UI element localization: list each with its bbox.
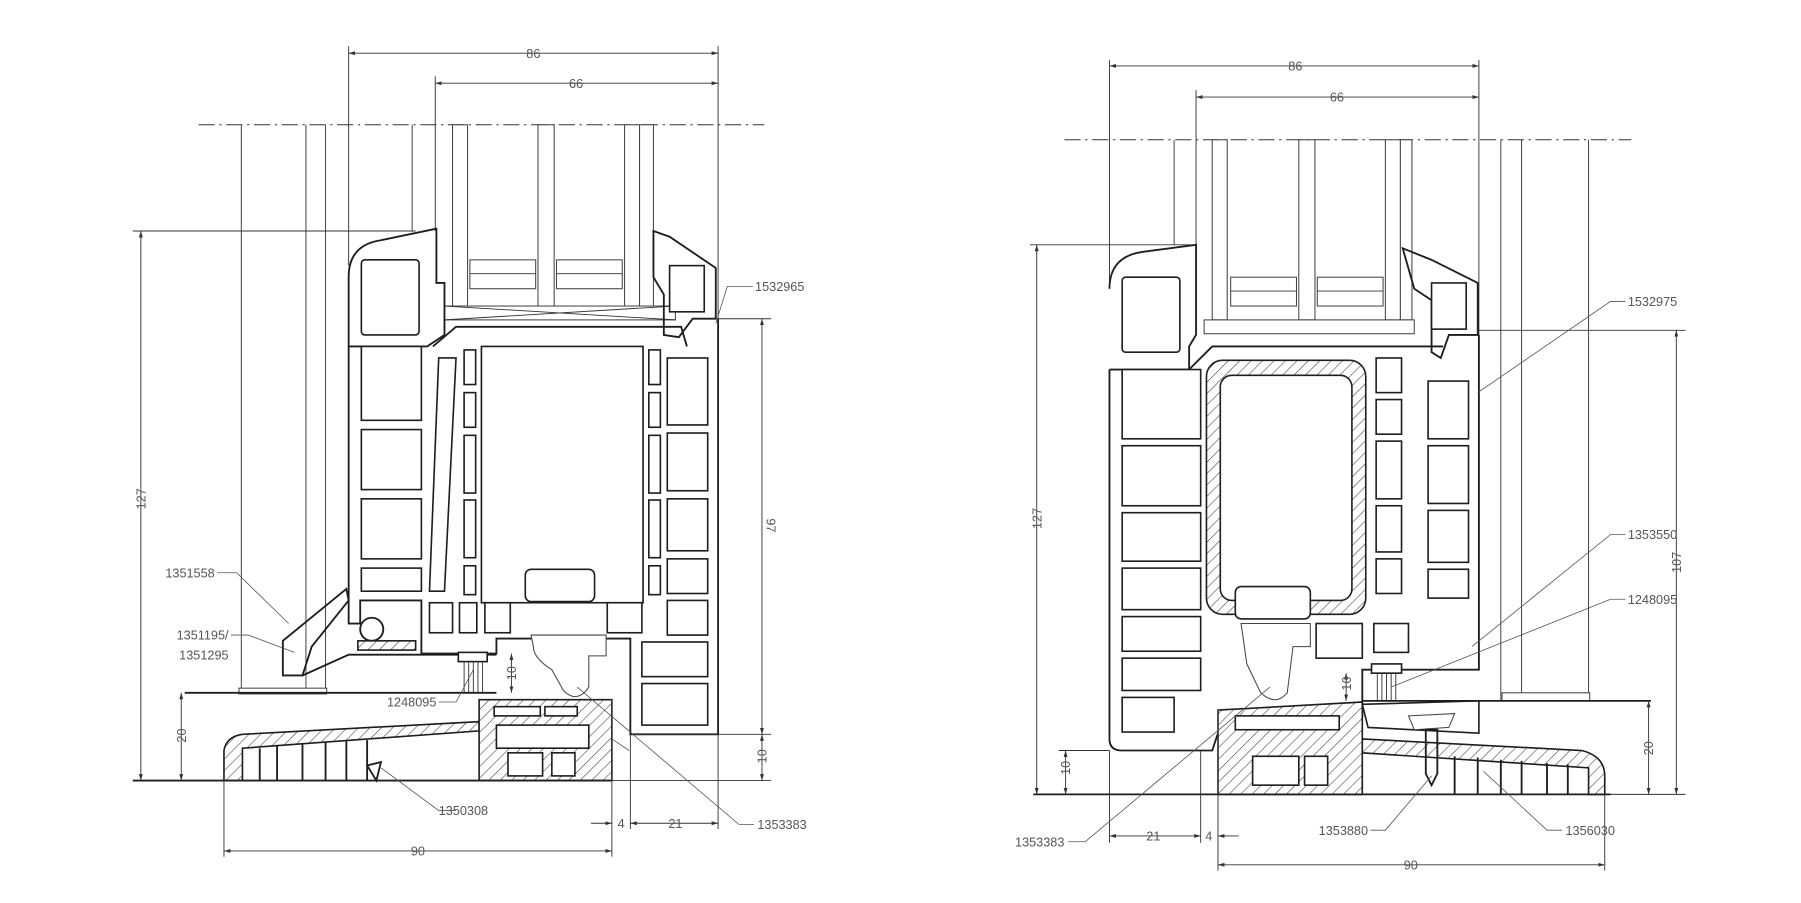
brush-seal bbox=[1370, 663, 1403, 674]
brush-bristles bbox=[463, 661, 484, 693]
glass-unit bbox=[443, 124, 676, 321]
part-1353383: 1353383 bbox=[1015, 835, 1064, 849]
part-1353550: 1353550 bbox=[1628, 528, 1677, 542]
seal-gasket bbox=[1240, 622, 1311, 701]
dim-threshold-width: 90 bbox=[411, 845, 425, 859]
part-1350308: 1350308 bbox=[439, 804, 488, 818]
dim-offset-small: 4 bbox=[618, 817, 625, 831]
part-1532965: 1532965 bbox=[755, 280, 804, 294]
reinforcement-chamber bbox=[480, 345, 644, 604]
part-1356030: 1356030 bbox=[1565, 824, 1614, 838]
dim-height-total: 127 bbox=[134, 488, 148, 509]
dim-sill-gap: 10 bbox=[505, 666, 519, 680]
dimension-lines bbox=[132, 51, 772, 857]
dim-sill-gap: 10 bbox=[1340, 676, 1354, 690]
anchor-pin bbox=[1424, 728, 1439, 788]
left-section: 86 66 127 97 20 10 10 4 21 90 1532965 13… bbox=[132, 46, 807, 859]
dimension-lines bbox=[1029, 63, 1686, 871]
dim-width-glazing: 66 bbox=[569, 77, 583, 91]
sash-profile bbox=[1108, 243, 1197, 371]
part-1351558: 1351558 bbox=[165, 566, 214, 580]
dim-threshold-width: 90 bbox=[1404, 858, 1418, 872]
threshold-feet bbox=[258, 740, 383, 783]
part-1532975: 1532975 bbox=[1628, 295, 1677, 309]
part-1351195: 1351195/ bbox=[177, 629, 229, 643]
right-section: 86 66 127 107 20 10 10 21 4 90 1532975 1… bbox=[1015, 60, 1686, 872]
leader-lines bbox=[1067, 301, 1626, 843]
dim-height-total: 127 bbox=[1030, 508, 1044, 529]
background-lines bbox=[1109, 60, 1591, 702]
dim-offset-small: 4 bbox=[1205, 830, 1212, 844]
dim-width-outer: 86 bbox=[1288, 60, 1302, 74]
dim-width-outer: 86 bbox=[526, 47, 540, 61]
dim-frame-offset: 10 bbox=[756, 749, 770, 763]
dim-threshold-height: 20 bbox=[1642, 741, 1656, 755]
threshold-profile bbox=[1361, 738, 1606, 796]
part-1353880: 1353880 bbox=[1319, 824, 1368, 838]
dim-height-frame: 107 bbox=[1670, 552, 1684, 573]
dim-width-glazing: 66 bbox=[1330, 91, 1344, 105]
glass-unit bbox=[1203, 139, 1415, 335]
seal-gasket bbox=[530, 634, 607, 698]
dim-offset-frame: 21 bbox=[668, 817, 682, 831]
brush-seal bbox=[457, 651, 489, 663]
background-lines bbox=[238, 46, 719, 695]
part-1353383: 1353383 bbox=[757, 818, 806, 832]
part-1248095: 1248095 bbox=[1628, 593, 1677, 607]
frame-chambers bbox=[1121, 357, 1470, 733]
dim-height-frame: 97 bbox=[764, 518, 778, 532]
brush-bristles bbox=[1376, 673, 1397, 701]
dim-offset-frame: 21 bbox=[1146, 830, 1160, 844]
dim-frame-offset: 10 bbox=[1059, 761, 1073, 775]
sash-profile bbox=[347, 227, 446, 348]
leader-lines bbox=[217, 286, 754, 825]
part-1351295: 1351295 bbox=[179, 648, 228, 662]
frame-chambers bbox=[360, 345, 709, 726]
part-1248095: 1248095 bbox=[387, 696, 436, 710]
dim-threshold-height: 20 bbox=[175, 728, 189, 742]
drip-cap bbox=[281, 587, 350, 677]
threshold-profile bbox=[223, 720, 480, 782]
threshold-feet bbox=[1453, 756, 1569, 795]
